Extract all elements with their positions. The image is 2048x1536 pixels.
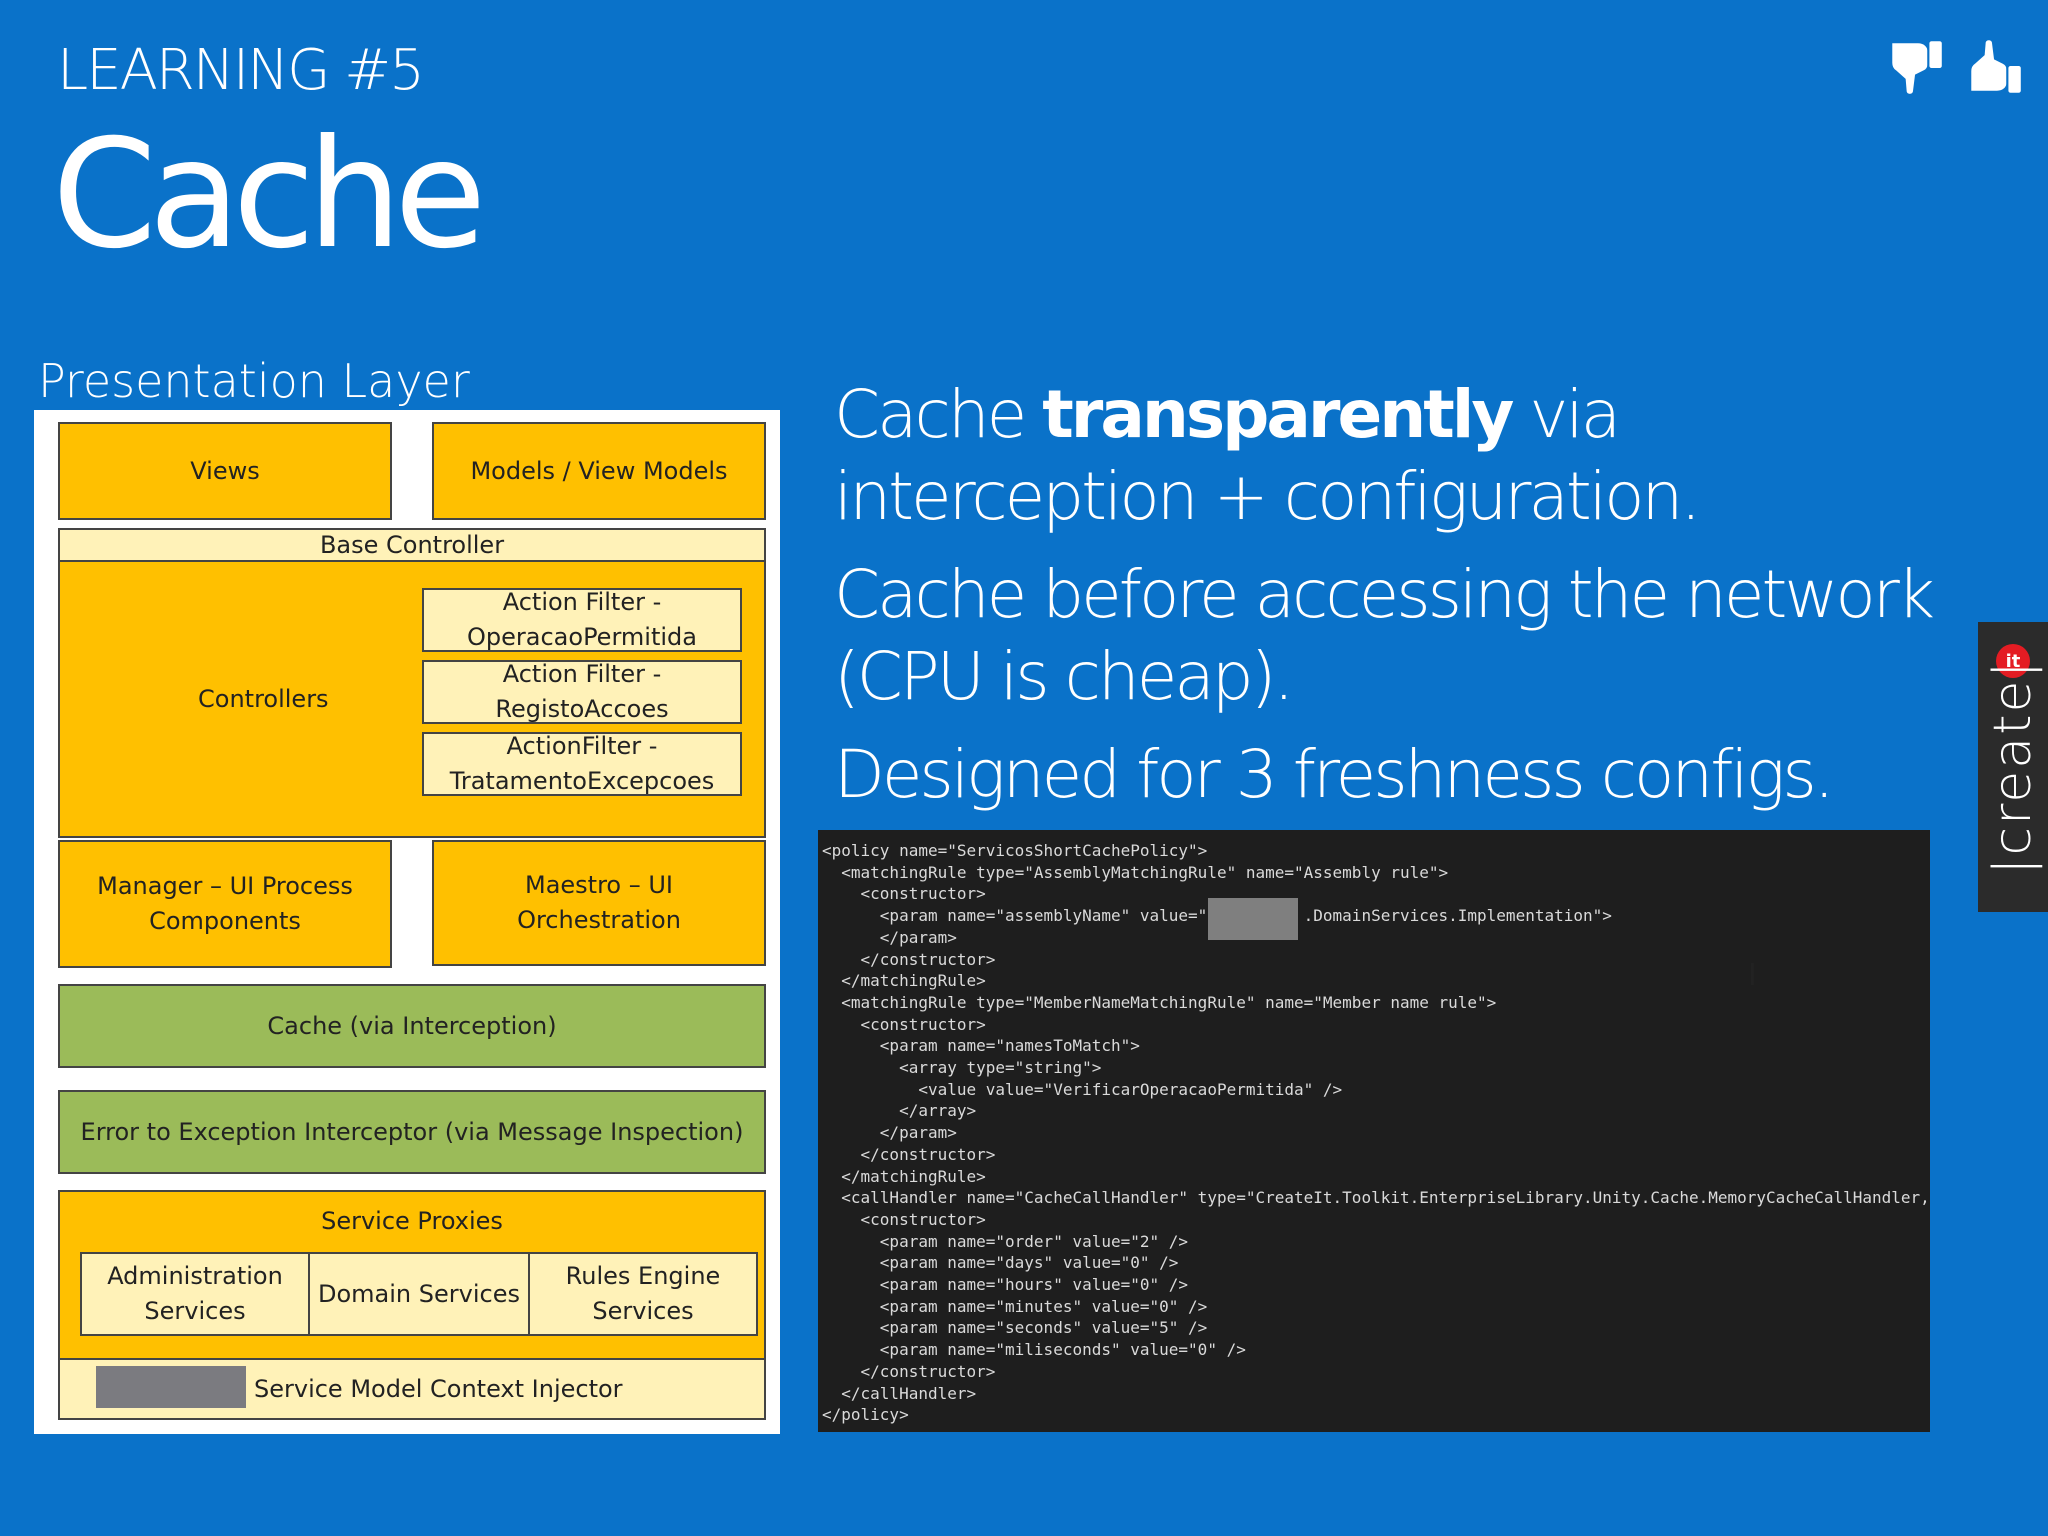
presentation-layer-label: Presentation Layer bbox=[38, 354, 470, 408]
domain-services-box: Domain Services bbox=[308, 1252, 530, 1336]
it-logo-dot: it bbox=[1996, 644, 2030, 678]
text-cursor-icon: I bbox=[1748, 958, 1757, 993]
manager-box: Manager – UI Process Components bbox=[58, 840, 392, 968]
bullet-freshness: Designed for 3 freshness configs. bbox=[834, 736, 1835, 813]
bullet-transparent: Cache transparently via interception + c… bbox=[834, 376, 1701, 535]
base-controller-box: Base Controller bbox=[58, 528, 766, 562]
maestro-box: Maestro – UI Orchestration bbox=[432, 840, 766, 966]
admin-services-box: Administration Services bbox=[80, 1252, 310, 1336]
architecture-diagram: Views Models / View Models Base Controll… bbox=[34, 410, 780, 1434]
badge-text: |create| bbox=[1983, 658, 2043, 876]
createit-badge: it |create| bbox=[1978, 622, 2048, 912]
redacted-block bbox=[96, 1366, 246, 1408]
code-text: <policy name="ServicosShortCachePolicy">… bbox=[822, 841, 1930, 1425]
models-box: Models / View Models bbox=[432, 422, 766, 520]
code-redaction bbox=[1208, 898, 1298, 940]
cache-box: Cache (via Interception) bbox=[58, 984, 766, 1068]
config-code-panel: <policy name="ServicosShortCachePolicy">… bbox=[818, 830, 1930, 1432]
filter-operacao-box: Action Filter - OperacaoPermitida bbox=[422, 588, 742, 652]
slide-kicker: LEARNING #5 bbox=[57, 38, 425, 103]
thumbs-up-icon[interactable] bbox=[1962, 34, 2028, 100]
rules-engine-box: Rules Engine Services bbox=[528, 1252, 758, 1336]
filter-tratamento-box: ActionFilter - TratamentoExcepcoes bbox=[422, 732, 742, 796]
thumbs-down-icon[interactable] bbox=[1883, 34, 1949, 100]
slide-title: Cache bbox=[52, 108, 486, 282]
error-interceptor-box: Error to Exception Interceptor (via Mess… bbox=[58, 1090, 766, 1174]
bullet-network: Cache before accessing the network (CPU … bbox=[834, 556, 1935, 715]
views-box: Views bbox=[58, 422, 392, 520]
filter-registo-box: Action Filter - RegistoAccoes bbox=[422, 660, 742, 724]
